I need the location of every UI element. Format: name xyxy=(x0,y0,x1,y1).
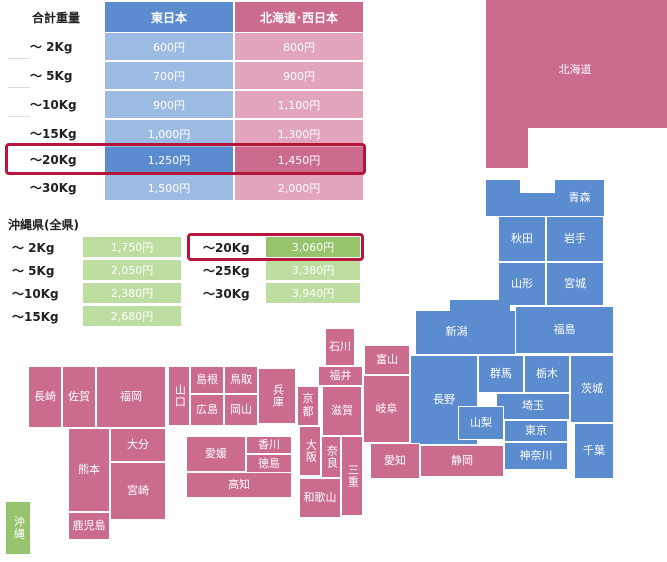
map-tokushima[interactable]: 徳島 xyxy=(246,454,292,474)
okinawa-weight: ～30Kg xyxy=(203,283,265,303)
map-hyogo[interactable]: 兵庫 xyxy=(258,368,296,424)
row-east-price: 1,500円 xyxy=(105,175,233,200)
map-ehime[interactable]: 愛媛 xyxy=(186,436,246,472)
map-saitama[interactable]: 埼玉 xyxy=(496,393,570,420)
map-hiroshima[interactable]: 広島 xyxy=(190,394,224,426)
map-oita[interactable]: 大分 xyxy=(110,428,166,462)
okinawa-weight: ～10Kg xyxy=(12,283,82,303)
map-akita[interactable]: 秋田 xyxy=(498,216,546,262)
map-tottori[interactable]: 鳥取 xyxy=(224,366,258,394)
map-wakayama[interactable]: 和歌山 xyxy=(299,478,341,518)
row-weight: ～30Kg xyxy=(30,175,104,200)
row-west-price: 900円 xyxy=(235,62,363,89)
map-niigata[interactable]: 新潟 xyxy=(415,310,518,355)
okinawa-weight: ～15Kg xyxy=(12,306,82,326)
okinawa-title: 沖縄県(全県) xyxy=(8,214,128,234)
okinawa-weight-highlighted: ～20Kg xyxy=(203,240,250,255)
row-east-price: 900円 xyxy=(105,91,233,118)
map-gifu[interactable]: 岐阜 xyxy=(363,375,410,443)
map-miyagi[interactable]: 宮城 xyxy=(546,262,604,306)
map-nara[interactable]: 奈良 xyxy=(321,436,341,478)
row-west-price: 800円 xyxy=(235,33,363,60)
row-weight-highlighted: ～20Kg xyxy=(30,153,77,167)
map-kagoshima[interactable]: 鹿児島 xyxy=(68,512,110,540)
map-saga[interactable]: 佐賀 xyxy=(62,366,96,428)
row-west-price: 1,300円 xyxy=(235,120,363,147)
okinawa-price: 2,050円 xyxy=(83,260,181,280)
row-west-price: 2,000円 xyxy=(235,175,363,200)
map-aichi[interactable]: 愛知 xyxy=(370,443,420,479)
map-iwate[interactable]: 岩手 xyxy=(546,216,604,262)
row-west-price: 1,100円 xyxy=(235,91,363,118)
row-weight: ～15Kg xyxy=(30,120,104,147)
map-okinawa[interactable]: 沖縄 xyxy=(6,502,30,554)
okinawa-price: 2,380円 xyxy=(83,283,181,303)
map-tochigi[interactable]: 栃木 xyxy=(524,355,570,393)
row-east-price: 1,000円 xyxy=(105,120,233,147)
map-fukui[interactable]: 福井 xyxy=(318,366,363,386)
map-ibaraki[interactable]: 茨城 xyxy=(570,355,614,423)
map-fukushima[interactable]: 福島 xyxy=(515,306,614,354)
map-yamanashi[interactable]: 山梨 xyxy=(458,406,504,440)
map-aomori-shape xyxy=(520,193,555,216)
okinawa-price: 3,380円 xyxy=(266,260,360,280)
map-kagawa[interactable]: 香川 xyxy=(246,436,292,454)
map-aomori[interactable]: 青森 xyxy=(568,190,591,204)
map-hokkaido-shape xyxy=(486,0,667,128)
row-east-price: 600円 xyxy=(105,33,233,60)
map-aomori-shape xyxy=(486,180,520,216)
header-east: 東日本 xyxy=(105,2,233,32)
map-nagasaki[interactable]: 長崎 xyxy=(28,366,62,428)
okinawa-weight: ～25Kg xyxy=(203,260,265,280)
map-yamagata[interactable]: 山形 xyxy=(498,262,546,306)
map-shizuoka[interactable]: 静岡 xyxy=(420,445,504,477)
map-aomori-shape xyxy=(555,180,604,216)
map-shiga[interactable]: 滋賀 xyxy=(322,386,362,436)
map-shimane[interactable]: 島根 xyxy=(190,366,224,394)
map-chiba[interactable]: 千葉 xyxy=(574,423,614,479)
row-weight: ～ 2Kg xyxy=(30,33,104,60)
map-kanagawa[interactable]: 神奈川 xyxy=(504,442,568,470)
map-miyazaki[interactable]: 宮崎 xyxy=(110,462,166,520)
row-east-price: 700円 xyxy=(105,62,233,89)
map-ishikawa[interactable]: 石川 xyxy=(325,328,355,366)
map-toyama[interactable]: 富山 xyxy=(364,345,410,375)
map-kumamoto[interactable]: 熊本 xyxy=(68,428,110,512)
map-okayama[interactable]: 岡山 xyxy=(224,394,258,426)
map-fukuoka[interactable]: 福岡 xyxy=(96,366,166,428)
map-kochi[interactable]: 高知 xyxy=(186,472,292,498)
row-west-price-highlighted: 1,450円 xyxy=(235,147,363,172)
row-weight: ～ 5Kg xyxy=(30,62,104,89)
okinawa-price: 1,750円 xyxy=(83,237,181,257)
okinawa-price: 2,680円 xyxy=(83,306,181,326)
highlight-frame-okinawa-20kg xyxy=(187,233,364,261)
map-yamaguchi[interactable]: 山口 xyxy=(168,366,190,426)
header-weight: 合計重量 xyxy=(8,2,104,32)
map-mie[interactable]: 三重 xyxy=(341,436,363,516)
map-tokyo[interactable]: 東京 xyxy=(504,420,568,442)
map-hokkaido[interactable]: 北海道 xyxy=(558,62,592,76)
map-gunma[interactable]: 群馬 xyxy=(478,355,524,393)
okinawa-weight: ～ 5Kg xyxy=(12,260,82,280)
row-east-price-highlighted: 1,250円 xyxy=(105,147,233,172)
map-kyoto[interactable]: 京都 xyxy=(297,386,319,426)
map-hokkaido-shape xyxy=(486,128,528,168)
map-osaka[interactable]: 大阪 xyxy=(299,426,321,476)
okinawa-weight: ～ 2Kg xyxy=(12,237,82,257)
header-north-west: 北海道･西日本 xyxy=(235,2,363,32)
okinawa-price: 3,940円 xyxy=(266,283,360,303)
map-niigata-shape xyxy=(450,300,510,312)
highlight-frame-20kg xyxy=(5,143,366,175)
row-weight: ～10Kg xyxy=(30,91,104,118)
okinawa-price-highlighted: 3,060円 xyxy=(266,237,360,257)
